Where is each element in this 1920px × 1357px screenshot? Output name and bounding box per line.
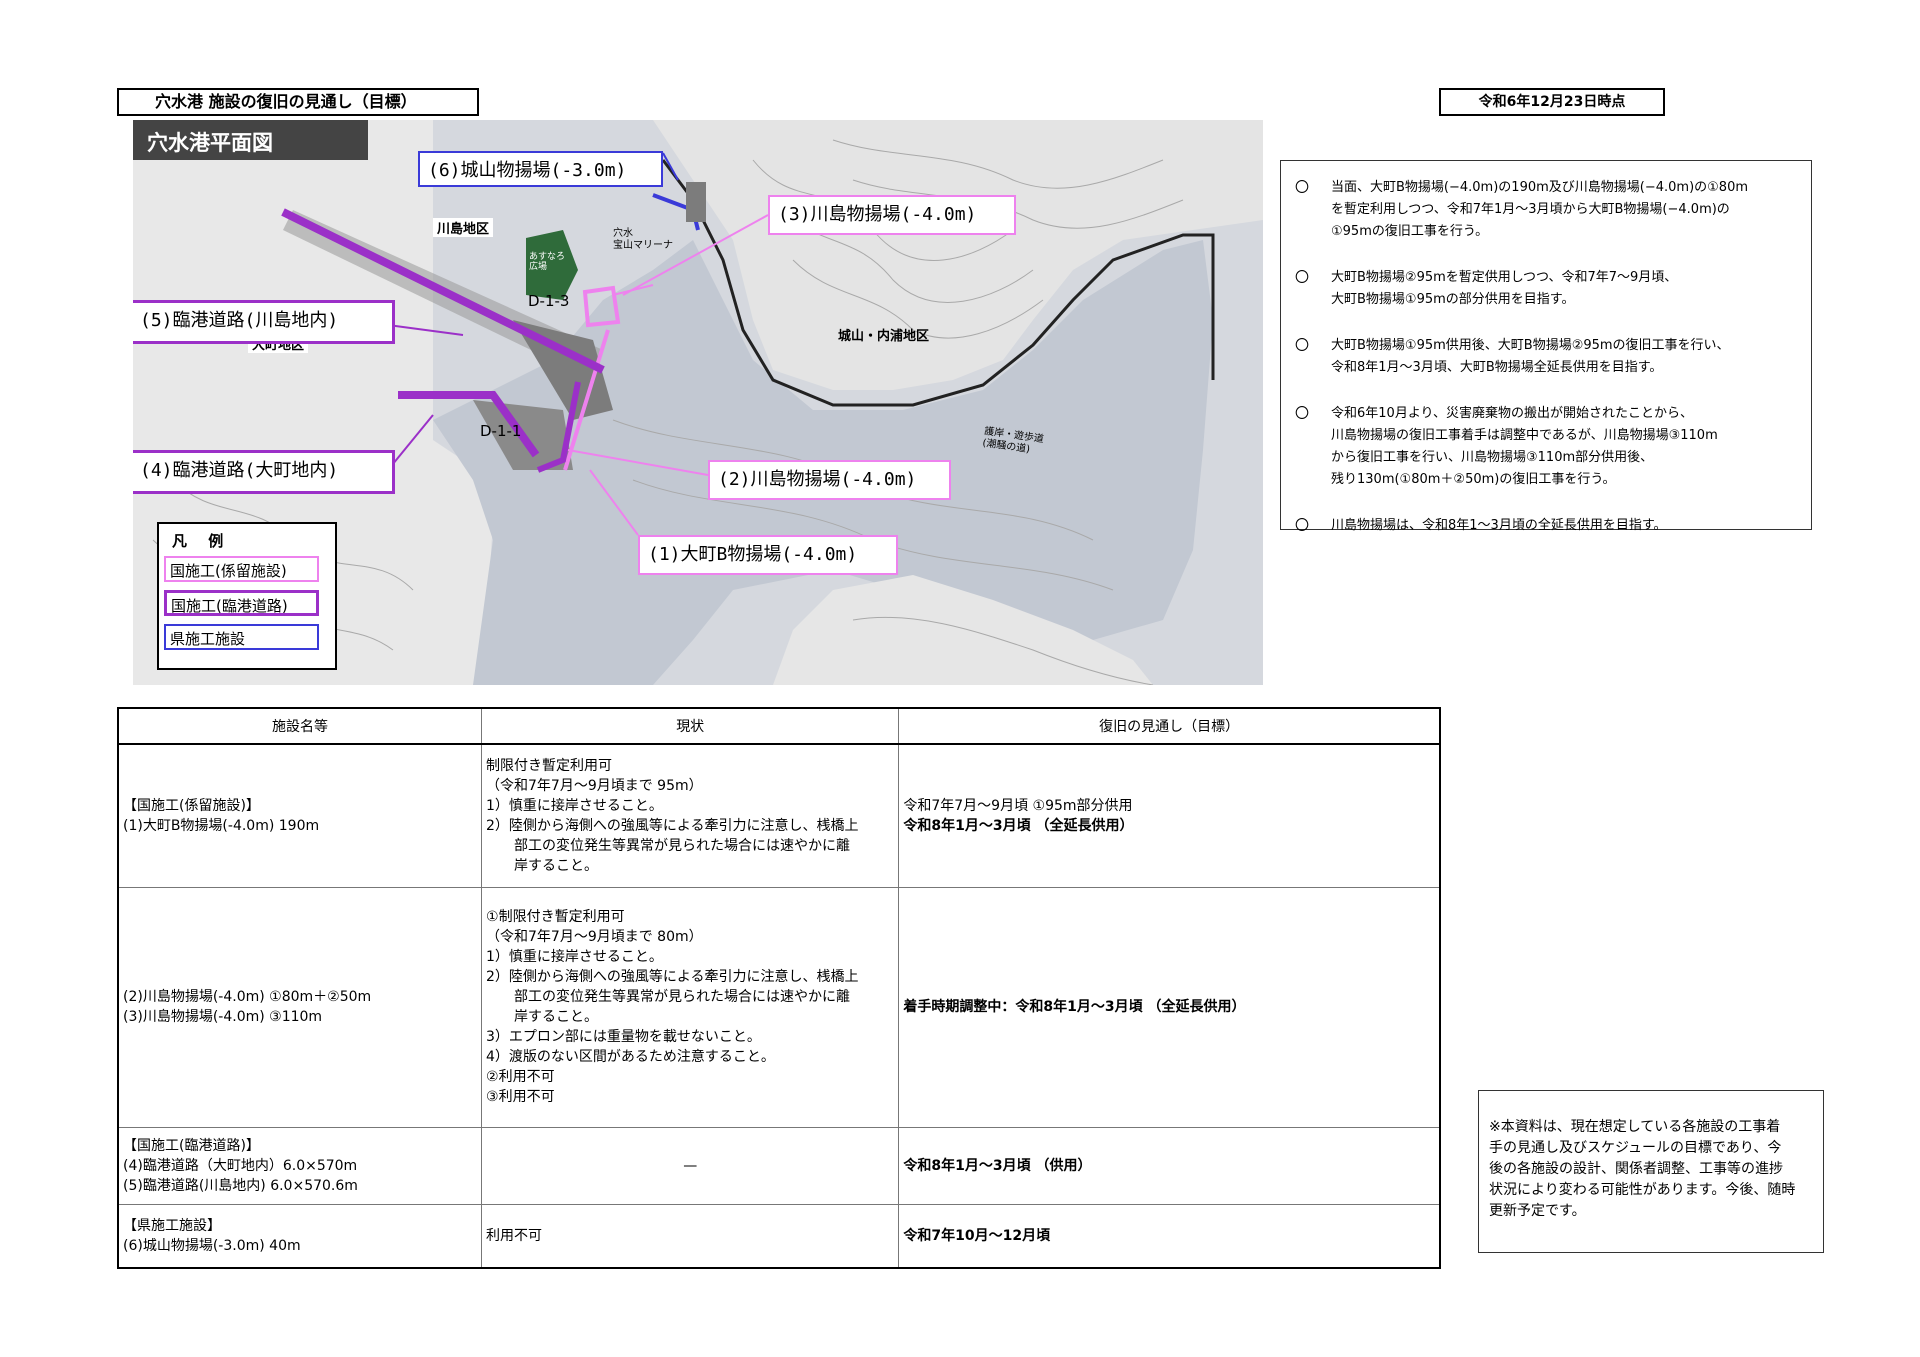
- callout-road-omachi: (4)臨港道路(大町地内): [133, 450, 395, 494]
- map-legend: 凡 例 国施工(係留施設) 国施工(臨港道路) 県施工施設: [157, 522, 337, 670]
- label-shiroyama: 城山・内浦地区: [838, 329, 930, 344]
- table-row: (2)川島物揚場(-4.0m) ①80m＋②50m (3)川島物揚場(-4.0m…: [117, 886, 1441, 1128]
- note-item: 〇 大町B物揚場①95m供用後、大町B物揚場②95mの復旧工事を行い、 令和8年1…: [1295, 335, 1797, 379]
- label-kawashima: 川島地区: [433, 218, 494, 237]
- facility-status: ①制限付き暫定利用可 （令和7年7月〜9月頃まで 80m） 1）慎重に接岸させる…: [481, 886, 900, 1128]
- map-heading: 穴水港平面図: [147, 131, 273, 155]
- label-marina: 穴水 宝山マリーナ: [613, 228, 673, 251]
- note-text: 川島物揚場は、令和8年1〜3月頃の全延長供用を目指す。: [1331, 518, 1667, 533]
- note-item: 〇 当面、大町B物揚場(−4.0m)の190m及び川島物揚場(−4.0m)の①80…: [1295, 177, 1797, 243]
- note-item: 〇 令和6年10月より、災害廃棄物の搬出が開始されたことから、 川島物揚場の復旧工…: [1295, 403, 1797, 491]
- facility-outlook: 令和7年7月〜9月頃 ①95m部分供用 令和8年1月〜3月頃 （全延長供用）: [898, 743, 1441, 888]
- note-item: 〇 大町B物揚場②95mを暫定供用しつつ、令和7年7〜9月頃、 大町B物揚場①95…: [1295, 267, 1797, 311]
- label-d11: D-1-1: [480, 422, 522, 440]
- disclaimer-note: ※本資料は、現在想定している各施設の工事着 手の見通し及びスケジュールの目標であ…: [1478, 1090, 1824, 1253]
- facility-name: 【国施工(臨港道路)】 (4)臨港道路（大町地内）6.0×570m (5)臨港道…: [117, 1126, 483, 1205]
- recovery-table: 施設名等 現状 復旧の見通し（目標） 【国施工(係留施設)】 (1)大町B物揚場…: [117, 707, 1441, 1269]
- note-text: 当面、大町B物揚場(−4.0m)の190m及び川島物揚場(−4.0m)の①80m…: [1331, 180, 1749, 239]
- note-marker: 〇: [1295, 270, 1309, 286]
- table-row: 【国施工(係留施設)】 (1)大町B物揚場(-4.0m) 190m 制限付き暫定…: [117, 743, 1441, 888]
- outlook-text: 令和7年7月〜9月頃 ①95m部分供用: [903, 797, 1133, 814]
- note-marker: 〇: [1295, 518, 1309, 534]
- callout-shiroyama-wharf: (6)城山物揚場(-3.0m): [418, 151, 663, 187]
- callout-road-kawashima: (5)臨港道路(川島地内): [133, 300, 395, 344]
- callout-kawashima-wharf-3: (3)川島物揚場(-4.0m): [768, 195, 1016, 235]
- table-row: 【県施工施設】 (6)城山物揚場(-3.0m) 40m 利用不可 令和7年10月…: [117, 1203, 1441, 1269]
- label-plaza: あすなろ 広場: [529, 252, 566, 272]
- page-title: 穴水港 施設の復旧の見通し（目標）: [117, 88, 479, 116]
- date-stamp: 令和6年12月23日時点: [1439, 88, 1665, 116]
- note-marker: 〇: [1295, 180, 1309, 196]
- note-item: 〇 川島物揚場は、令和8年1〜3月頃の全延長供用を目指す。: [1295, 515, 1797, 537]
- facility-status: 利用不可: [481, 1203, 900, 1269]
- legend-item-road: 国施工(臨港道路): [164, 590, 319, 616]
- facility-name: 【国施工(係留施設)】 (1)大町B物揚場(-4.0m) 190m: [117, 743, 483, 888]
- outlook-target: 令和8年1月〜3月頃 （供用）: [898, 1126, 1441, 1205]
- outlook-target: 令和8年1月〜3月頃 （全延長供用）: [903, 817, 1134, 834]
- header-facility: 施設名等: [117, 707, 483, 745]
- note-text: 大町B物揚場①95m供用後、大町B物揚場②95mの復旧工事を行い、 令和8年1月…: [1331, 338, 1730, 375]
- table-header-row: 施設名等 現状 復旧の見通し（目標）: [117, 707, 1441, 745]
- outlook-target: 令和7年10月〜12月頃: [898, 1203, 1441, 1269]
- outlook-target: 着手時期調整中：令和8年1月〜3月頃 （全延長供用）: [898, 886, 1441, 1128]
- facility-name: (2)川島物揚場(-4.0m) ①80m＋②50m (3)川島物揚場(-4.0m…: [117, 886, 483, 1128]
- facility-status: 制限付き暫定利用可 （令和7年7月〜9月頃まで 95m） 1）慎重に接岸させるこ…: [481, 743, 900, 888]
- note-marker: 〇: [1295, 338, 1309, 354]
- header-outlook: 復旧の見通し（目標）: [898, 707, 1441, 745]
- note-text: 大町B物揚場②95mを暫定供用しつつ、令和7年7〜9月頃、 大町B物揚場①95m…: [1331, 270, 1678, 307]
- header-status: 現状: [481, 707, 900, 745]
- callout-kawashima-wharf-2: (2)川島物揚場(-4.0m): [708, 460, 951, 500]
- legend-item-prefecture: 県施工施設: [164, 624, 319, 650]
- notes-panel: 〇 当面、大町B物揚場(−4.0m)の190m及び川島物揚場(−4.0m)の①80…: [1280, 160, 1812, 534]
- note-marker: 〇: [1295, 406, 1309, 422]
- note-text: 令和6年10月より、災害廃棄物の搬出が開始されたことから、 川島物揚場の復旧工事…: [1331, 406, 1718, 487]
- label-d13: D-1-3: [528, 292, 570, 310]
- port-map: 穴水港平面図 川島地区 大町地区 城山・内浦地区 穴水 宝山マリーナ D-1-3…: [133, 120, 1263, 685]
- callout-omachi-b-wharf: (1)大町B物揚場(-4.0m): [638, 535, 898, 575]
- facility-name: 【県施工施設】 (6)城山物揚場(-3.0m) 40m: [117, 1203, 483, 1269]
- legend-title: 凡 例: [172, 532, 232, 550]
- table-row: 【国施工(臨港道路)】 (4)臨港道路（大町地内）6.0×570m (5)臨港道…: [117, 1126, 1441, 1205]
- legend-item-mooring: 国施工(係留施設): [164, 556, 319, 582]
- facility-status: —: [481, 1126, 900, 1205]
